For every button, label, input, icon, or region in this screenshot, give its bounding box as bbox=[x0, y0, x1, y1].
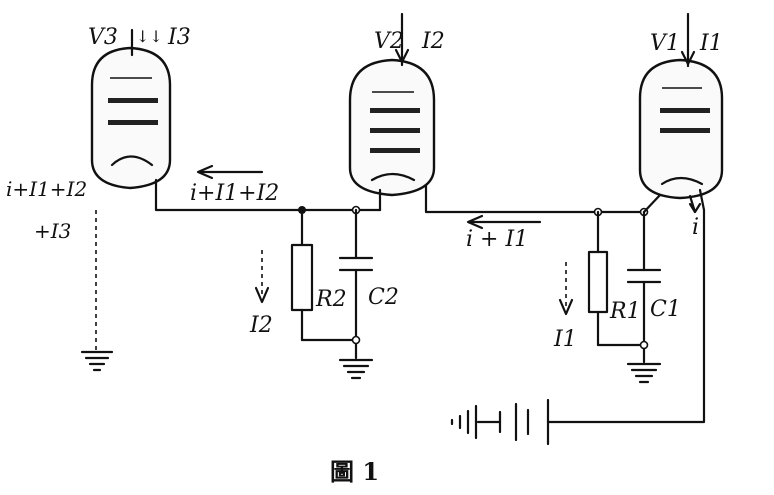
label-segment-b: i + I1 bbox=[466, 227, 528, 252]
resistor-r2 bbox=[290, 243, 314, 312]
ground-symbol-v3 bbox=[80, 350, 114, 372]
tube-v2-label: V2 bbox=[374, 29, 404, 54]
ground-symbol-stage2 bbox=[338, 358, 374, 380]
label-r1: R1 bbox=[609, 299, 641, 324]
tube-v3-label: V3 bbox=[88, 25, 118, 50]
capacitor-c2 bbox=[338, 256, 374, 272]
label-left-total-cont: +I3 bbox=[34, 219, 71, 243]
label-cathode-v1: i bbox=[692, 215, 699, 240]
tube-v1 bbox=[638, 12, 724, 200]
figure-caption: 圖 1 bbox=[330, 457, 379, 486]
tube-v3 bbox=[90, 28, 172, 190]
wire-v3-cathode bbox=[154, 178, 304, 212]
tube-v1-current: I1 bbox=[699, 31, 723, 56]
label-stage1-bypass: I1 bbox=[553, 327, 577, 352]
tube-v3-arrows: ↓↓ bbox=[136, 27, 163, 46]
ground-symbol-stage1 bbox=[626, 362, 662, 384]
wire-v2-cathode bbox=[424, 183, 600, 214]
label-c1: C1 bbox=[650, 297, 681, 322]
tube-v2-current: I2 bbox=[421, 29, 445, 54]
wire-v1-cathode-return bbox=[546, 188, 706, 424]
label-stage2-bypass: I2 bbox=[249, 313, 273, 338]
wire-v1-cathode-left bbox=[642, 193, 662, 214]
tube-v3-current: I3 bbox=[167, 25, 191, 50]
label-segment-a: i+I1+I2 bbox=[190, 181, 279, 206]
ground-symbol-battery bbox=[450, 404, 478, 440]
tube-v2 bbox=[348, 12, 436, 197]
label-left-total: i+I1+I2 bbox=[6, 177, 87, 201]
label-r2: R2 bbox=[315, 287, 347, 312]
battery bbox=[476, 398, 550, 446]
capacitor-c1 bbox=[626, 268, 662, 284]
tube-v1-label: V1 bbox=[650, 31, 680, 56]
label-c2: C2 bbox=[368, 285, 399, 310]
resistor-r1 bbox=[587, 250, 609, 314]
